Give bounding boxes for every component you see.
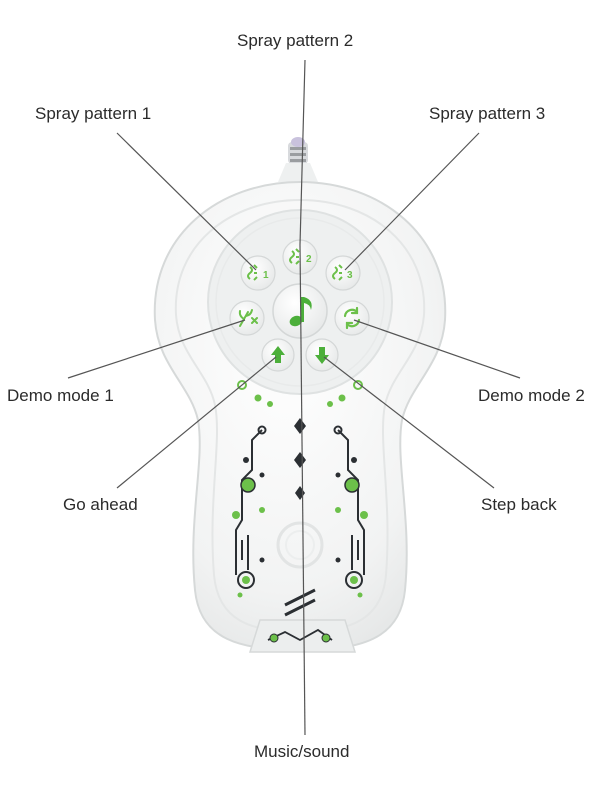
label-spray-pattern-1: Spray pattern 1 — [35, 104, 152, 123]
label-spray-pattern-2: Spray pattern 2 — [237, 31, 354, 50]
label-step-back: Step back — [481, 495, 557, 514]
demo-mode-1-button[interactable] — [229, 300, 265, 336]
label-spray-pattern-3: Spray pattern 3 — [429, 104, 546, 123]
spray-1-number: 1 — [263, 270, 269, 281]
demo-mode-2-button[interactable] — [334, 300, 370, 336]
arrow-down-icon — [315, 347, 329, 364]
circuit-decoration — [232, 380, 368, 643]
cycle-icon — [343, 306, 361, 330]
spray-icon — [289, 248, 300, 265]
leader-spray-pattern-2 — [299, 59, 306, 246]
antenna-tip — [278, 137, 318, 182]
spray-pattern-3-button[interactable]: 3 — [325, 255, 361, 291]
leader-step-back — [323, 356, 495, 489]
leader-spray-pattern-1 — [116, 132, 257, 271]
go-ahead-button[interactable] — [261, 338, 295, 372]
bottom-plate — [248, 619, 357, 653]
spray-icon — [332, 264, 343, 281]
music-note-icon — [289, 297, 312, 327]
label-music-sound: Music/sound — [254, 742, 350, 761]
leader-demo-mode-2 — [353, 319, 521, 379]
leaf-sparkle-icon — [238, 309, 258, 327]
step-back-button[interactable] — [305, 338, 339, 372]
spray-2-number: 2 — [306, 254, 312, 265]
leader-demo-mode-1 — [67, 319, 246, 379]
label-go-ahead: Go ahead — [63, 495, 138, 514]
spray-pattern-1-button[interactable]: 1 — [240, 255, 276, 291]
arrow-up-icon — [271, 346, 285, 363]
spray-3-number: 3 — [347, 270, 353, 281]
label-demo-mode-1: Demo mode 1 — [7, 386, 114, 405]
leader-lines — [67, 59, 521, 736]
label-demo-mode-2: Demo mode 2 — [478, 386, 585, 405]
leader-go-ahead — [116, 356, 277, 489]
leader-music-sound — [299, 244, 306, 736]
leader-spray-pattern-3 — [344, 132, 480, 271]
spray-icon — [247, 264, 258, 281]
